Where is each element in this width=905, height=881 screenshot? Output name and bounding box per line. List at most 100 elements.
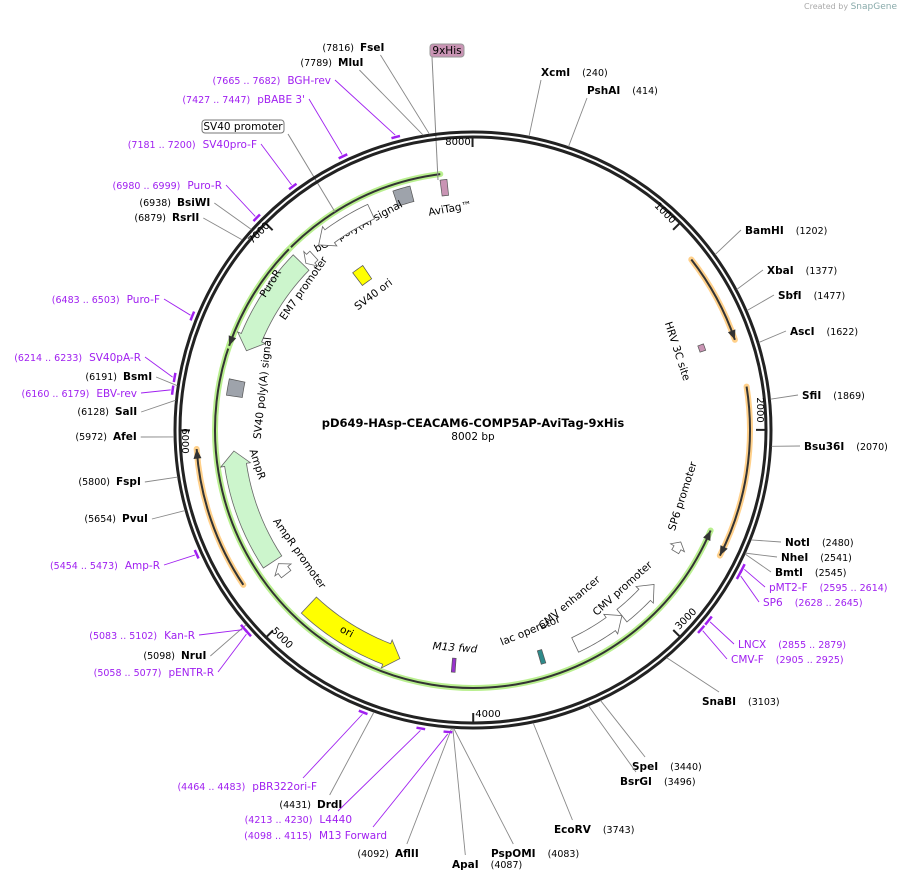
primer-leader-line [302,713,363,779]
enzyme-leader-line [744,553,772,573]
feature-label-9xhis: 9xHis [432,45,461,57]
enzyme-site-snabi[interactable]: SnaBI(3103) [666,657,780,708]
feature-label-m13-fwd: M13 fwd [432,640,478,655]
primer-lncx[interactable]: LNCX(2855 .. 2879) [704,615,846,651]
enzyme-name: BmtI [775,567,803,579]
primer-range: (6214 .. 6233) [14,353,82,364]
primer-name: Kan-R [164,630,195,642]
enzyme-name: SalI [115,406,137,418]
enzyme-name: DrdI [317,799,342,811]
primer-leader-line [709,621,735,645]
tick-mark [672,222,681,231]
enzyme-position: (6128) [77,407,109,418]
enzyme-leader-line [714,229,742,255]
enzyme-leader-line [452,728,466,856]
primer-leader-line [334,79,396,136]
enzyme-site-sfii[interactable]: SfiI(1869) [770,390,865,402]
backbone-inner-strand [178,135,768,725]
enzyme-position: (6938) [139,198,171,209]
enzyme-site-pspomi[interactable]: PspOMI (4083) [453,728,580,860]
enzyme-site-aflii[interactable]: AflII(4092) [357,728,453,860]
enzyme-position: (5654) [84,514,116,525]
tick-label: 4000 [475,709,500,720]
enzyme-site-xbai[interactable]: XbaI(1377) [736,265,838,290]
enzyme-name: RsrII [172,212,199,224]
enzyme-site-apai[interactable]: ApaI(4087) [452,728,522,871]
enzyme-name: Bsu36I [804,441,844,453]
enzyme-name: MluI [338,57,363,69]
enzyme-leader-line [600,700,646,758]
primer-leader-line [163,554,195,566]
primer-leader-line [744,568,766,588]
enzyme-leader-line [736,269,764,290]
primer-pentr-r[interactable]: pENTR-R(5058 .. 5077) [94,628,252,679]
enzyme-site-ecorv[interactable]: EcoRV(3743) [532,722,634,836]
primer-ebv-rev[interactable]: EBV-rev(6160 .. 6179) [22,385,175,400]
enzyme-site-spei[interactable]: SpeI(3440) [600,700,702,773]
primer-range: (6483 .. 6503) [52,295,120,306]
feature-ori-arrow [300,596,401,669]
primer-pbr322ori-f[interactable]: pBR322ori-F(4464 .. 4483) [177,709,368,793]
primer-name: EBV-rev [96,388,137,400]
enzyme-site-sali[interactable]: SalI (6128) [77,399,176,418]
primer-binding-mark [193,549,200,559]
enzyme-leader-line [155,376,178,387]
enzyme-leader-line [359,69,424,136]
feature-label-hrv-3c-site: HRV 3C site [662,320,692,382]
primer-sp6[interactable]: SP6(2628 .. 2645) [735,570,863,609]
enzyme-site-bamhi[interactable]: BamHI(1202) [714,225,827,255]
primer-sv40pro-f[interactable]: SV40pro-F(7181 .. 7200) [128,139,298,191]
primer-kan-r[interactable]: Kan-R(5083 .. 5102) [89,624,248,642]
primer-sv40pa-r[interactable]: SV40pA-R(6214 .. 6233) [14,352,177,383]
enzyme-position: (1377) [806,266,838,277]
enzyme-site-noti[interactable]: NotI(2480) [751,537,854,549]
orf-right-2-line [718,386,751,557]
enzyme-position: (4083) [548,849,580,860]
enzyme-site-fspi[interactable]: FspI(5800) [78,476,178,488]
primer-puro-r[interactable]: Puro-R(6980 .. 6999) [113,180,261,223]
primer-amp-r[interactable]: Amp-R(5454 .. 5473) [50,549,200,572]
tick-label: 2000 [754,397,765,422]
primer-pmt2-f[interactable]: pMT2-F(2595 .. 2614) [739,563,888,594]
enzyme-leader-line [151,510,186,520]
primer-leader-line [337,730,421,812]
enzyme-site-bsu36i[interactable]: Bsu36I(2070) [771,441,888,453]
enzyme-site-rsrii[interactable]: RsrII(6879) [134,212,243,241]
primer-range: (7427 .. 7447) [182,95,250,106]
enzyme-leader-line [144,476,178,483]
enzyme-site-bmti[interactable]: BmtI(2545) [744,553,846,579]
enzyme-name: XcmI [541,67,570,79]
enzyme-site-bsrgi[interactable]: BsrGI(3496) [588,705,696,788]
primer-l4440[interactable]: L4440(4213 .. 4230) [245,726,426,826]
feature-m13-fwd [450,657,457,673]
primer-range: (2905 .. 2925) [776,655,844,666]
primer-puro-f[interactable]: Puro-F(6483 .. 6503) [52,294,196,321]
primer-cmv-f[interactable]: CMV-F(2905 .. 2925) [697,624,844,666]
enzyme-site-bsiwi[interactable]: BsiWI(6938) [139,197,252,230]
orf-right-1-highlight [688,256,738,343]
enzyme-site-mlui[interactable]: MluI (7789) [300,57,424,136]
feature-sv40-poly-a-signal [226,378,246,398]
primer-bgh-rev[interactable]: BGH-rev(7665 .. 7682) [213,75,401,140]
primer-binding-mark [189,311,196,321]
enzyme-site-sbfi[interactable]: SbfI(1477) [746,290,846,311]
enzyme-site-fsei[interactable]: FseI(7816) [322,42,430,135]
enzyme-site-afei[interactable]: AfeI(5972) [75,431,175,443]
enzyme-site-drdi[interactable]: DrdI(4431) [279,711,375,811]
enzyme-position: (1477) [814,291,846,302]
enzyme-position: (7789) [300,58,332,69]
enzyme-site-bsmi[interactable]: BsmI(6191) [85,371,178,387]
enzyme-site-asci[interactable]: AscI(1622) [758,326,858,343]
enzyme-site-nhei[interactable]: NheI(2541) [745,552,852,564]
primer-range: (2855 .. 2879) [778,640,846,651]
enzyme-name: PspOMI [491,848,536,860]
enzyme-site-xcmi[interactable]: XcmI(240) [528,67,608,137]
feature-bgh-poly-a-signal [392,185,415,207]
tick-label: 6000 [179,428,190,453]
feature-puror-arrow [236,254,310,352]
backbone [173,130,773,730]
primer-pbabe-3-[interactable]: pBABE 3'(7427 .. 7447) [182,94,348,160]
enzyme-site-pvui[interactable]: PvuI(5654) [84,510,186,525]
primer-m13-forward[interactable]: M13 Forward(4098 .. 4115) [244,730,453,842]
enzyme-site-pshai[interactable]: PshAI(414) [568,85,658,147]
